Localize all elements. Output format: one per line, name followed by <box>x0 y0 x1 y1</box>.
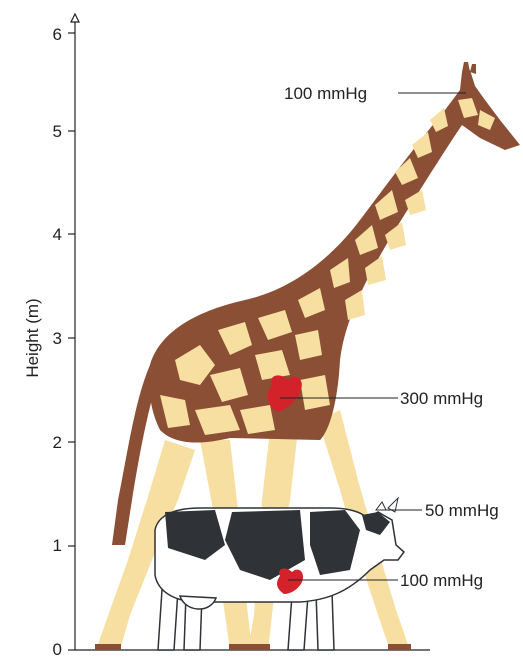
axis-label: Height (m) <box>23 298 42 377</box>
giraffe-heart-pressure: 300 mmHg <box>400 389 483 408</box>
cow-illustration <box>155 498 404 650</box>
tick-label: 5 <box>53 122 62 141</box>
axis-arrow-icon <box>71 14 79 22</box>
cow-heart-pressure: 100 mmHg <box>400 571 483 590</box>
giraffe-body <box>149 70 520 443</box>
tick-label: 2 <box>53 433 62 452</box>
y-tick-labels: 0 1 2 3 4 5 6 <box>53 25 62 655</box>
tick-label: 6 <box>53 25 62 44</box>
tick-label: 4 <box>53 225 62 244</box>
tick-label: 1 <box>53 536 62 555</box>
cow-head-pressure: 50 mmHg <box>425 501 499 520</box>
giraffe-head-pressure: 100 mmHg <box>284 84 367 103</box>
tick-label: 3 <box>53 329 62 348</box>
tick-label: 0 <box>53 640 62 655</box>
